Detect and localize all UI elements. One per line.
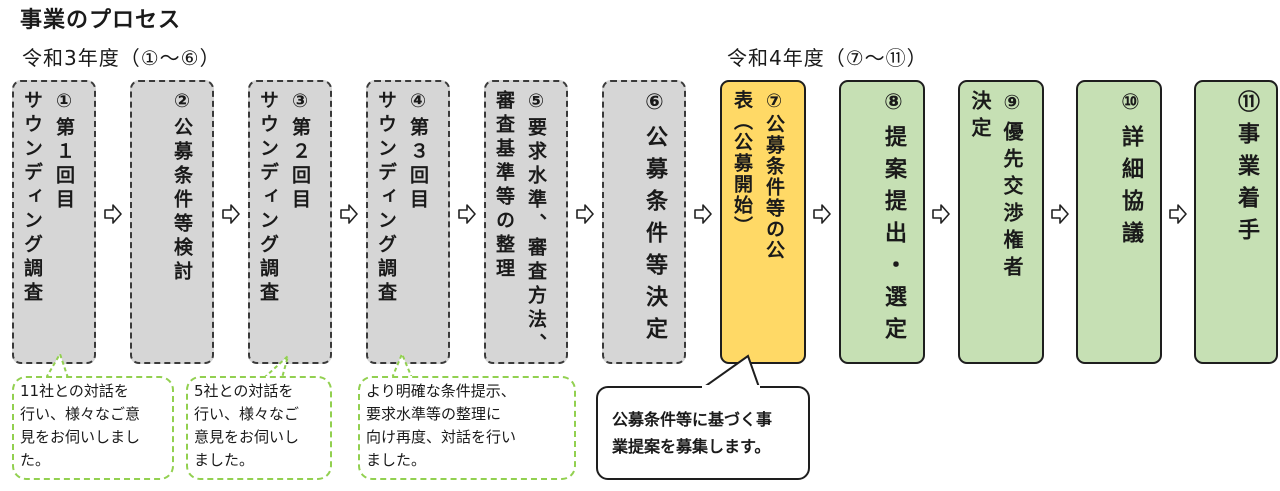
right-arrow-icon [458,204,476,224]
step-8-box: ⑧提案提出・選定 [839,80,925,364]
step-2-text: ②公募条件等検討 [171,90,193,285]
page-title: 事業のプロセス [20,8,182,33]
note-2-pointer [263,352,290,379]
step-10-box: ⑩詳細協議 [1076,80,1162,364]
step-5-box: ⑤要求水準、審査方法、 審査基準等の整理 [484,80,568,364]
step-1-box: ①第１回目 サウンディング調査 [12,80,96,364]
note-3-pointer [391,351,413,379]
step-5-text: ⑤要求水準、審査方法、 審査基準等の整理 [493,90,547,357]
step-1-text: ①第１回目 サウンディング調査 [21,90,75,306]
step-11-text: ⑪事業着手 [1234,90,1259,250]
note-4-pointer-join [702,385,760,389]
step-7-text: ⑦公募条件等の公 表（公募開始） [731,90,785,261]
right-arrow-icon [576,204,594,224]
note-1: 11社との対話を 行い、様々なご意 見をお伺いしまし た。 [12,376,174,480]
step-6-text: ⑥公募条件等決定 [642,90,667,349]
right-arrow-icon [104,204,122,224]
step-3-text: ③第２回目 サウンディング調査 [257,90,311,306]
step-10-text: ⑩詳細協議 [1118,90,1143,253]
right-arrow-icon [222,204,240,224]
note-4: 公募条件等に基づく事 業提案を募集します。 [596,386,810,480]
note-4-pointer [699,354,761,391]
right-arrow-icon [1169,204,1187,224]
step-6-box: ⑥公募条件等決定 [602,80,686,364]
step-4-text: ④第３回目 サウンディング調査 [375,90,429,306]
step-3-box: ③第２回目 サウンディング調査 [248,80,332,364]
step-8-text: ⑧提案提出・選定 [881,90,906,349]
note-3: より明確な条件提示、 要求水準等の整理に 向け再度、対話を行い ました。 [358,376,576,480]
right-arrow-icon [340,204,358,224]
step-11-box: ⑪事業着手 [1194,80,1278,364]
right-arrow-icon [813,204,831,224]
step-7-box: ⑦公募条件等の公 表（公募開始） [720,80,806,364]
note-1-pointer [45,351,69,379]
note-2: 5社との対話を 行い、様々なご 意見をお伺いし ました。 [186,376,332,480]
right-arrow-icon [694,204,712,224]
step-9-text: ⑨優先交渉権者 決定 [968,90,1024,283]
step-9-box: ⑨優先交渉権者 決定 [958,80,1044,364]
period-label-r3: 令和3年度（①～⑥） [22,46,221,70]
right-arrow-icon [1051,204,1069,224]
right-arrow-icon [932,204,950,224]
period-label-r4: 令和4年度（⑦～⑪） [727,46,928,70]
step-2-box: ②公募条件等検討 [130,80,214,364]
step-4-box: ④第３回目 サウンディング調査 [366,80,450,364]
